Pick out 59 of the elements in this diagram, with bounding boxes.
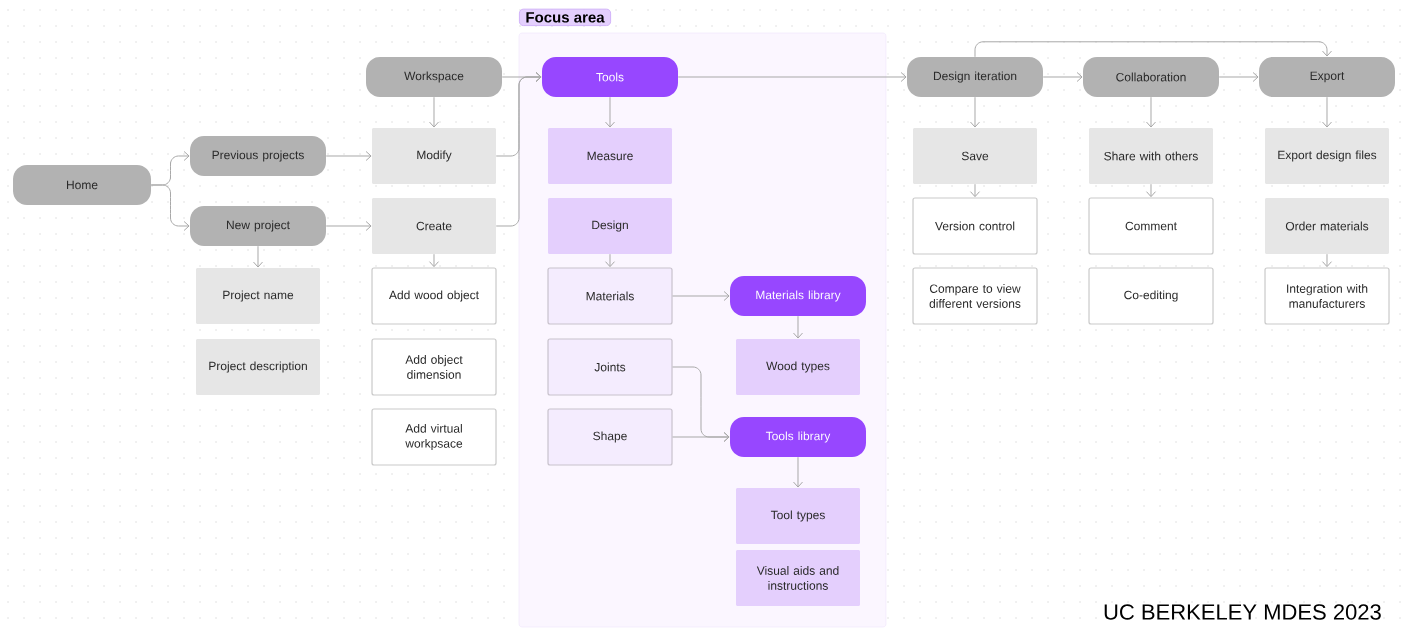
rounded-box: Collaboration	[1083, 57, 1219, 97]
arrow	[672, 432, 730, 442]
process-box: Order materials	[1265, 198, 1389, 254]
process-box: Integration with manufacturers	[1264, 267, 1390, 325]
process-box: Joints	[547, 338, 673, 396]
process-box: Visual aids and instructions	[736, 550, 860, 606]
arrow	[1218, 72, 1259, 82]
arrow	[970, 96, 980, 128]
arrow	[605, 253, 615, 268]
process-box: Shape	[547, 408, 673, 466]
rounded-box: Workspace	[366, 57, 502, 97]
rounded-box: New project	[190, 206, 326, 246]
arrow	[677, 72, 907, 82]
process-box: Save	[913, 128, 1037, 184]
process-box: Co-editing	[1088, 267, 1214, 325]
process-box: Project description	[196, 339, 320, 395]
arrow	[672, 291, 730, 301]
process-box: Materials	[547, 267, 673, 325]
rounded-box: Design iteration	[907, 57, 1043, 97]
process-box: Wood types	[736, 339, 860, 395]
process-box: Comment	[1088, 197, 1214, 255]
arrow	[1322, 253, 1332, 268]
rounded-box: Materials library	[730, 276, 866, 316]
process-box: Add virtual workpsace	[371, 408, 497, 466]
arrow	[605, 96, 615, 128]
arrow	[1042, 72, 1083, 82]
process-box: Tool types	[736, 488, 860, 544]
process-box: Version control	[912, 197, 1038, 255]
arrow	[325, 151, 372, 161]
process-box: Add wood object	[371, 267, 497, 325]
arrow	[253, 245, 263, 268]
process-box: Modify	[372, 128, 496, 184]
arrow	[974, 41, 1332, 58]
process-box: Share with others	[1089, 128, 1213, 184]
rounded-box: Tools	[542, 57, 678, 97]
arrow	[970, 183, 980, 198]
arrow	[150, 184, 190, 231]
process-box: Compare to view different versions	[912, 267, 1038, 325]
arrow	[1146, 183, 1156, 198]
rounded-box: Export	[1259, 57, 1395, 97]
process-box: Measure	[548, 128, 672, 184]
process-box: Design	[548, 198, 672, 254]
process-box: Add object dimension	[371, 338, 497, 396]
arrow	[793, 315, 803, 339]
rounded-box: Home	[13, 165, 151, 205]
process-box: Project name	[196, 268, 320, 324]
arrow	[429, 96, 439, 128]
arrow	[793, 456, 803, 488]
process-box: Create	[372, 198, 496, 254]
process-box: Export design files	[1265, 128, 1389, 184]
rounded-box: Previous projects	[190, 136, 326, 176]
rounded-box: Tools library	[730, 417, 866, 457]
arrow	[325, 221, 372, 231]
footer-text: UC BERKELEY MDES 2023	[1104, 604, 1381, 620]
arrow	[1146, 96, 1156, 128]
arrow	[495, 72, 542, 227]
arrow	[1322, 96, 1332, 128]
arrow	[429, 253, 439, 268]
focus-area-tag: Focus area	[519, 8, 611, 26]
